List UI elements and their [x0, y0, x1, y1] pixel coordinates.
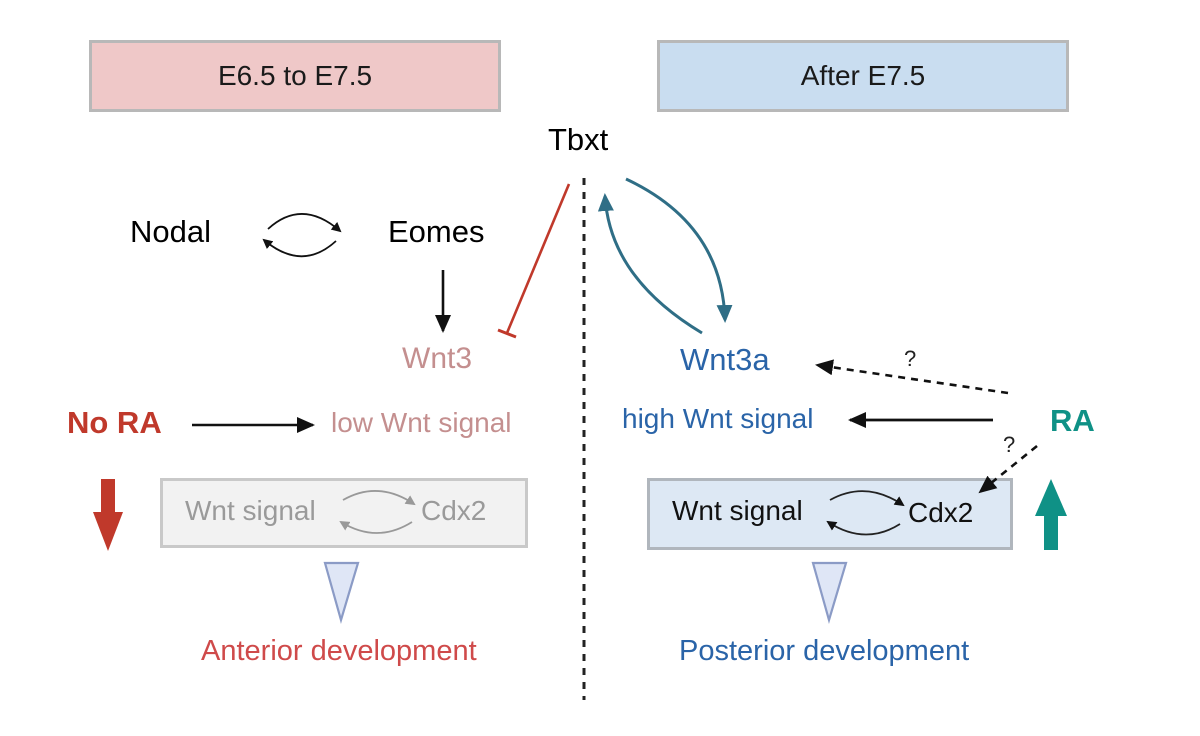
ra-label: RA [1050, 403, 1095, 438]
left-feedback-box [160, 478, 528, 548]
right-box-cdx2-label: Cdx2 [908, 497, 974, 528]
green-up-arrow-icon [1035, 479, 1067, 550]
nodal-label: Nodal [130, 214, 211, 249]
eomes-label: Eomes [388, 214, 485, 249]
tbxt-to-wnt3a-arrow [625, 177, 733, 323]
tbxt-inhibits-wnt3-bar [497, 328, 517, 339]
right-outcome-triangle-icon [811, 561, 848, 624]
high-wnt-signal-label: high Wnt signal [622, 403, 814, 434]
ra-to-wnt3a-dashed-arrow [815, 359, 1009, 395]
wnt3a-label: Wnt3a [680, 342, 770, 377]
left-box-lower-loop-arrow [339, 520, 413, 534]
red-down-arrow-icon [93, 479, 123, 551]
right-box-lower-loop-arrow [826, 520, 901, 536]
tbxt-inhibits-wnt3-line [505, 183, 571, 334]
left-outcome-triangle-icon [323, 561, 360, 624]
tbxt-label: Tbxt [548, 122, 609, 157]
question-mark-lower: ? [1003, 432, 1016, 457]
left-box-upper-loop-arrow [342, 490, 416, 506]
anterior-development-label: Anterior development [201, 635, 477, 667]
header-left-box [89, 40, 501, 112]
wnt3a-to-tbxt-arrow [597, 193, 703, 335]
right-box-upper-loop-arrow [829, 490, 905, 507]
header-left-label: E6.5 to E7.5 [217, 60, 373, 91]
right-box-wnt-signal-label: Wnt signal [672, 495, 803, 526]
wnt3-label: Wnt3 [402, 342, 473, 375]
header-right-label: After E7.5 [800, 60, 926, 91]
right-feedback-box [647, 478, 1013, 550]
nodal-eomes-lower-arrow [262, 238, 337, 258]
low-wnt-signal-label: low Wnt signal [331, 407, 512, 438]
left-box-wnt-signal-label: Wnt signal [185, 495, 316, 526]
question-mark-upper: ? [904, 346, 917, 371]
header-right-box [657, 40, 1069, 112]
no-ra-label: No RA [67, 405, 162, 440]
ra-to-cdx2-dashed-arrow [978, 444, 1038, 494]
nodal-eomes-upper-arrow [267, 213, 342, 233]
posterior-development-label: Posterior development [679, 635, 970, 667]
left-box-cdx2-label: Cdx2 [421, 495, 487, 526]
